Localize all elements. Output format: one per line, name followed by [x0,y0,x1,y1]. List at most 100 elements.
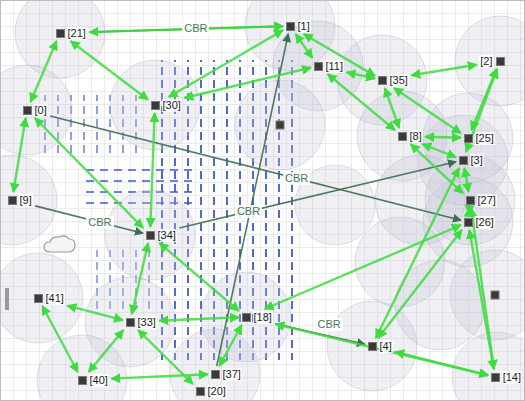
network-node: [4] [367,340,394,353]
link-arrow [347,72,375,78]
link-arrow [425,137,461,138]
antenna-icon [5,288,9,310]
node-icon [34,294,43,303]
network-node: [33] [125,316,158,329]
node-label: [33] [137,316,157,329]
traffic-line [179,162,456,228]
link-arrow [71,41,148,100]
node-label: [14] [502,371,522,384]
link-arrow [35,118,143,228]
edge-label: CBR [182,22,209,35]
node-label: [0] [34,104,48,117]
node-label: [26] [475,216,495,229]
network-node: [14] [490,371,523,384]
link-arrow [159,317,239,320]
network-node: [1] [285,20,312,33]
link-arrow [184,68,311,98]
network-node: [9] [7,194,34,207]
node-label: [4] [379,340,393,353]
node-icon [459,156,468,165]
node-icon [466,196,475,205]
link-arrow [376,168,459,338]
link-arrow [132,243,148,314]
node-label: [2] [479,55,493,68]
node-label: [8] [409,130,423,143]
link-arrow [411,65,476,76]
traffic-line [217,34,289,366]
link-arrow [422,144,456,157]
radio-range [235,80,325,170]
link-arrow [411,144,464,193]
node-label: [20] [207,385,227,398]
node-icon [8,196,17,205]
node-icon [211,370,220,379]
link-arrow [42,306,77,372]
network-node: [25] [463,132,496,145]
node-label: [34] [157,229,177,242]
radio-range [110,60,200,150]
node-icon [23,106,32,115]
network-node: [0] [22,104,49,117]
link-arrow [30,41,56,102]
node-label: [41] [45,292,65,305]
node-icon [196,387,205,396]
node-icon [151,101,160,110]
node-label: [30] [162,99,182,112]
network-node: [18] [241,311,274,324]
link-arrow [111,374,208,378]
link-arrow [275,324,488,375]
link-arrow [328,74,395,130]
node-icon [126,318,135,327]
node-label: [3] [470,154,484,167]
link-arrow [265,225,461,309]
network-node: [35] [377,74,410,87]
network-node: [40] [77,374,110,387]
node-label: [40] [89,374,109,387]
node-label: [35] [389,74,409,87]
link-arrow [219,325,241,366]
node-icon [496,57,505,66]
radio-range [201,272,291,362]
radio-range [0,253,83,343]
link-arrow [304,34,375,76]
network-node: [37] [210,368,243,381]
network-node: [3] [458,154,485,167]
node-icon [368,342,377,351]
node-label: [1] [297,20,311,33]
network-node: [21] [55,27,88,40]
node-icon [398,132,407,141]
network-node: [26] [463,216,496,229]
link-arrow [89,330,124,372]
node-label: [21] [67,27,87,40]
radio-range [0,65,72,155]
link-arrow [13,118,25,192]
network-node: [27] [465,194,498,207]
link-arrow [159,243,239,311]
network-node: [8] [397,130,424,143]
node-label: [11] [325,60,345,73]
traffic-line [50,116,461,220]
edge-label: CBR [235,205,262,218]
node-icon [314,62,323,71]
node-icon [491,373,500,382]
network-node: [11] [313,60,346,73]
node-icon [491,291,499,299]
link-arrow [394,88,461,133]
network-node: [41] [33,292,66,305]
cloud-icon [44,236,75,252]
link-arrow [464,168,468,192]
node-icon [276,121,284,129]
link-arrow [468,208,471,214]
node-icon [242,313,251,322]
edge-label: CBR [283,172,310,185]
edge-label: CBR [316,318,343,331]
radio-range [37,335,127,401]
link-arrow [67,306,123,321]
network-node: [30] [150,99,183,112]
